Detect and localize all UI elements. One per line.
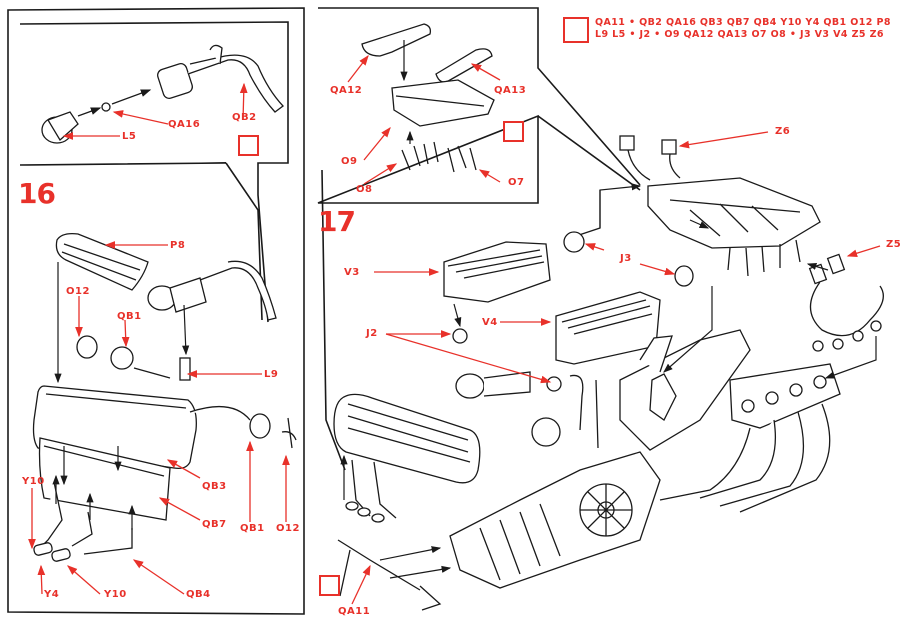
intake-inset-parts — [361, 23, 495, 173]
part-label-qa12: QA12 — [330, 85, 363, 96]
step16-parts — [32, 232, 297, 562]
part-label-o8: O8 — [356, 184, 373, 195]
part-label-qb3: QB3 — [202, 481, 227, 492]
step-number-17: 17 — [318, 205, 356, 238]
part-label-z5: Z5 — [886, 239, 902, 250]
part-label-z6: Z6 — [775, 126, 791, 137]
part-label-y4: Y4 — [44, 589, 60, 600]
part-label-j3: J3 — [620, 253, 632, 264]
part-label-l5: L5 — [122, 131, 137, 142]
part-label-j2: J2 — [366, 328, 378, 339]
part-label-qa11: QA11 — [338, 606, 371, 617]
part-label-qa16: QA16 — [168, 119, 201, 130]
engine-assembly — [333, 135, 884, 611]
legend-icon-frame — [563, 17, 589, 43]
part-label-l9: L9 — [264, 369, 279, 380]
part-label-v4: V4 — [482, 317, 498, 328]
part-label-qb1: QB1 — [240, 523, 265, 534]
part-label-o12: O12 — [276, 523, 300, 534]
step17-leader-arrows — [351, 131, 881, 605]
paint-legend-text: QA11 • QB2 QA16 QB3 QB7 QB4 Y10 Y4 QB1 O… — [595, 17, 891, 40]
part-label-y10: Y10 — [22, 476, 45, 487]
part-label-o9: O9 — [341, 156, 358, 167]
cement-glass-icon — [503, 121, 524, 142]
part-label-v3: V3 — [344, 267, 360, 278]
step17-inset-leaders — [347, 54, 501, 185]
part-label-y10: Y10 — [104, 589, 127, 600]
part-label-p8: P8 — [170, 240, 186, 251]
step16-assembly-arrows — [52, 262, 190, 530]
part-label-o12: O12 — [66, 286, 90, 297]
step17-assembly-arrows — [340, 183, 877, 579]
part-label-qa13: QA13 — [494, 85, 527, 96]
part-label-o7: O7 — [508, 177, 525, 188]
step17-inset-frame — [317, 7, 641, 471]
step-number-16: 16 — [18, 177, 56, 210]
step17-inset-arrows — [400, 40, 414, 144]
cement-glass-icon — [238, 135, 259, 156]
step16-leader-arrows — [28, 82, 290, 595]
part-label-qb7: QB7 — [202, 519, 227, 530]
cement-glass-icon — [319, 575, 340, 596]
part-label-qb1: QB1 — [117, 311, 142, 322]
air-cleaner-inset-parts — [41, 44, 284, 144]
part-label-qb4: QB4 — [186, 589, 211, 600]
part-label-qb2: QB2 — [232, 112, 257, 123]
